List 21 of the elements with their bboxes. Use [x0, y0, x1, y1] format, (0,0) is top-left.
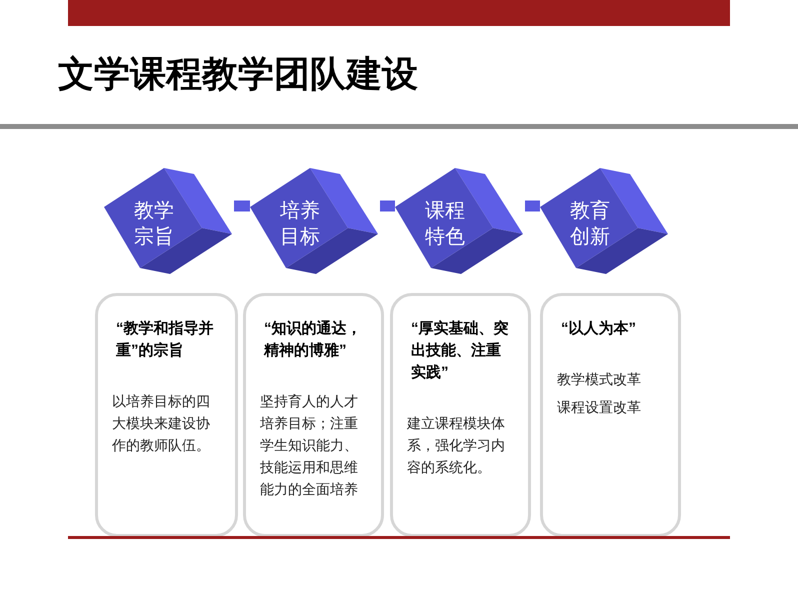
- cube-label: 课程特色: [424, 199, 466, 250]
- text-card: [95, 293, 238, 537]
- card-body: 教学模式改革: [557, 370, 642, 389]
- card-body: 课程设置改革: [557, 398, 642, 417]
- connecting-rod: [380, 200, 395, 212]
- cube-label: 教育创新: [569, 199, 611, 250]
- card-heading: “教学和指导并重”的宗旨: [115, 319, 214, 361]
- slide-title: 文学课程教学团队建设: [58, 52, 418, 96]
- card-heading: “厚实基础、突出技能、注重实践”: [410, 319, 510, 383]
- text-card: [243, 293, 384, 537]
- card-body: 以培养目标的四大模块来建设协作的教师队伍。: [112, 392, 211, 455]
- connecting-rod: [234, 200, 250, 212]
- cube-label: 教学宗旨: [133, 199, 175, 250]
- card-body: 建立课程模块体系，强化学习内容的系统化。: [407, 414, 506, 477]
- text-card: [390, 293, 531, 537]
- card-body: 坚持育人的人才培养目标；注重学生知识能力、技能运用和思维能力的全面培养: [260, 392, 359, 499]
- cube-label: 培养目标: [279, 199, 321, 250]
- connecting-rod: [525, 200, 540, 212]
- text-card: [540, 293, 681, 537]
- card-heading: “以人为本”: [560, 319, 637, 339]
- card-heading: “知识的通达，精神的博雅”: [262, 319, 362, 361]
